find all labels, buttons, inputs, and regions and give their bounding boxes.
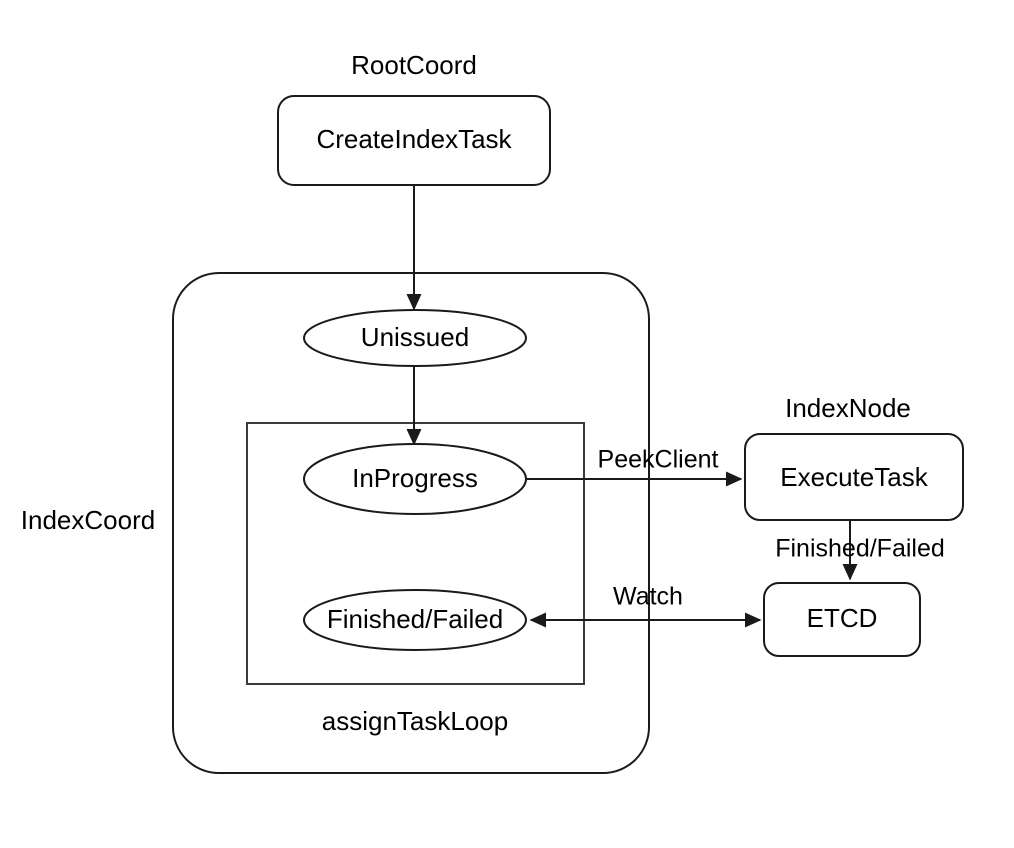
node-unissued[interactable]: [303, 309, 527, 367]
node-label-finished-failed: Finished/Failed: [327, 604, 503, 634]
edge-label-finished-failed: Finished/Failed: [775, 535, 945, 563]
group-label-index-node: IndexNode: [785, 393, 911, 423]
node-etcd[interactable]: [763, 582, 921, 657]
node-label-unissued: Unissued: [361, 322, 469, 352]
node-label-create-index-task: CreateIndexTask: [316, 124, 512, 154]
node-create-index-task[interactable]: [277, 95, 551, 186]
node-in-progress[interactable]: [303, 443, 527, 515]
edge-label-watch: Watch: [613, 583, 683, 611]
node-label-in-progress: InProgress: [352, 463, 478, 493]
group-label-index-coord: IndexCoord: [21, 505, 155, 535]
group-label-assign-task-loop: assignTaskLoop: [322, 706, 508, 736]
edge-label-peek-client: PeekClient: [598, 446, 719, 474]
node-label-execute-task: ExecuteTask: [780, 462, 928, 492]
group-label-root-coord: RootCoord: [351, 50, 477, 80]
group-index-coord-boundary: [172, 272, 650, 774]
group-assign-task-loop-boundary: [246, 422, 585, 685]
node-execute-task[interactable]: [744, 433, 964, 521]
node-finished-failed[interactable]: [303, 589, 527, 651]
node-label-etcd: ETCD: [807, 603, 878, 633]
